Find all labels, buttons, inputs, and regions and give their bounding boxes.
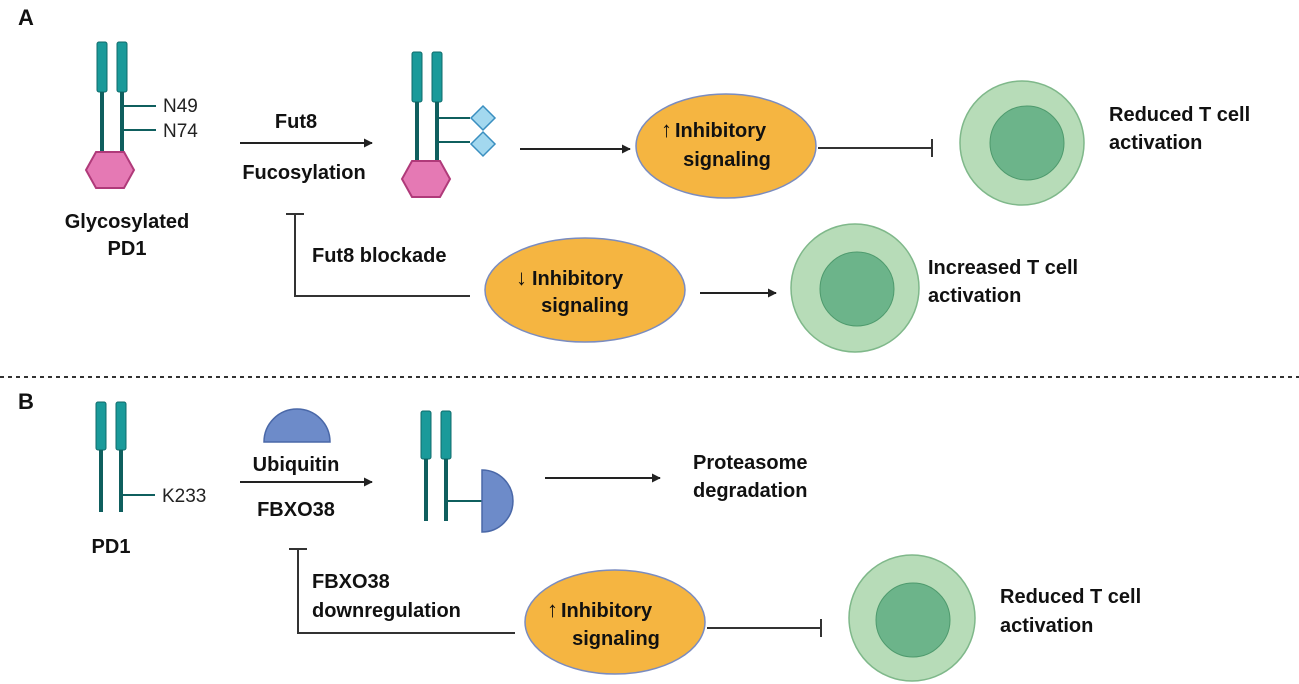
inhibitory-signaling-up-ellipse bbox=[635, 93, 817, 199]
reduced-activation-line1: Reduced T cell bbox=[1000, 586, 1141, 608]
fucosylation-label: Fucosylation bbox=[242, 162, 365, 184]
fbxo38-downregulation-path bbox=[297, 549, 515, 634]
fbxo38-downregulation-line1: FBXO38 bbox=[312, 571, 390, 593]
up-arrow-icon: ↑ bbox=[661, 117, 672, 142]
signaling-label: signaling bbox=[541, 295, 629, 317]
panel-b-label: B bbox=[18, 389, 34, 414]
pd1-receptor bbox=[95, 401, 155, 512]
fbxo38-label: FBXO38 bbox=[257, 499, 335, 521]
inhibitory-label: Inhibitory bbox=[561, 600, 653, 622]
fut8-label: Fut8 bbox=[275, 111, 317, 133]
degradation-label: degradation bbox=[693, 480, 807, 502]
inhibitory-label: Inhibitory bbox=[675, 120, 767, 142]
fucose-diamond bbox=[469, 104, 497, 132]
inhibitory-signaling-up-ellipse-b bbox=[524, 569, 706, 675]
t-cell-reduced bbox=[959, 80, 1085, 206]
fut8-blockade-label: Fut8 blockade bbox=[312, 245, 446, 267]
site-n74-label: N74 bbox=[163, 121, 198, 142]
ubiquitin-icon bbox=[481, 469, 514, 533]
panel-a-label: A bbox=[18, 5, 34, 30]
reduced-activation-line1: Reduced T cell bbox=[1109, 104, 1250, 126]
increased-activation-line1: Increased T cell bbox=[928, 257, 1078, 279]
down-arrow-icon: ↓ bbox=[516, 265, 527, 290]
glycosylated-caption: Glycosylated bbox=[65, 211, 190, 233]
glycan-hexagon bbox=[84, 151, 136, 189]
reduced-activation-line2: activation bbox=[1000, 615, 1093, 637]
proteasome-label: Proteasome bbox=[693, 452, 808, 474]
site-n49-label: N49 bbox=[163, 96, 198, 117]
pd1-caption: PD1 bbox=[92, 536, 131, 558]
up-arrow-icon: ↑ bbox=[547, 597, 558, 622]
ubiquitinated-pd1-receptor bbox=[420, 410, 514, 533]
t-cell-increased bbox=[790, 223, 920, 353]
signaling-label: signaling bbox=[572, 628, 660, 650]
glycosylated-pd1-receptor bbox=[84, 41, 156, 189]
increased-activation-line2: activation bbox=[928, 285, 1021, 307]
ubiquitin-label: Ubiquitin bbox=[253, 454, 340, 476]
fbxo38-downregulation-line2: downregulation bbox=[312, 600, 461, 622]
site-k233-label: K233 bbox=[162, 486, 206, 507]
pd1-caption: PD1 bbox=[108, 238, 147, 260]
fucosylated-pd1-receptor bbox=[400, 51, 497, 198]
inhibitory-signaling-down-ellipse bbox=[484, 237, 686, 343]
fut8-blockade-path bbox=[294, 214, 470, 297]
glycan-hexagon bbox=[400, 160, 452, 198]
t-cell-reduced-b bbox=[848, 554, 976, 682]
reduced-activation-line2: activation bbox=[1109, 132, 1202, 154]
fucose-diamond bbox=[469, 130, 497, 158]
ubiquitin-icon bbox=[263, 408, 331, 443]
inhibitory-label: Inhibitory bbox=[532, 268, 624, 290]
signaling-label: signaling bbox=[683, 149, 771, 171]
